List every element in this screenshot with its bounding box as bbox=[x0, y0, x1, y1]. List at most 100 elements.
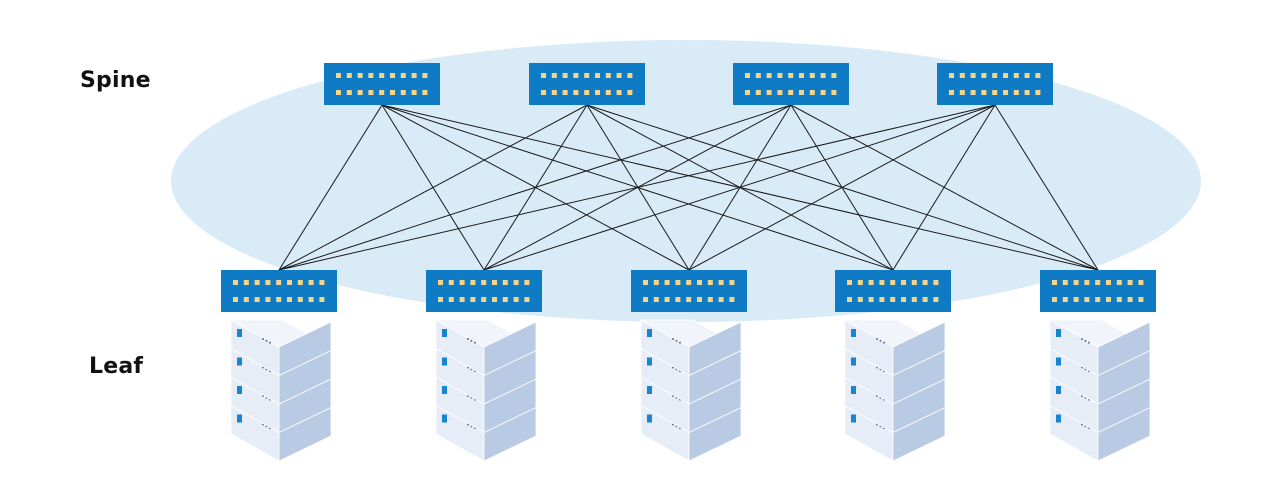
port-icon bbox=[745, 90, 750, 95]
port-icon bbox=[422, 90, 428, 95]
port-icon bbox=[616, 90, 622, 95]
port-icon bbox=[901, 297, 906, 302]
port-icon bbox=[992, 73, 998, 78]
port-icon bbox=[254, 280, 260, 285]
port-icon bbox=[653, 297, 659, 302]
indicator-dot-icon bbox=[269, 341, 271, 344]
status-led-icon bbox=[647, 386, 652, 394]
status-led-icon bbox=[851, 357, 856, 366]
port-icon bbox=[707, 280, 713, 285]
port-icon bbox=[922, 280, 928, 285]
server-side-face bbox=[892, 321, 946, 377]
port-icon bbox=[755, 90, 761, 95]
port-icon bbox=[831, 90, 837, 95]
link-line bbox=[278, 104, 996, 271]
port-icon bbox=[981, 90, 987, 95]
link-line bbox=[892, 104, 996, 271]
port-icon bbox=[541, 90, 546, 95]
leaf-switch bbox=[835, 270, 951, 312]
port-icon bbox=[595, 90, 600, 95]
port-icon bbox=[1062, 297, 1068, 302]
indicator-dot-icon bbox=[1081, 338, 1083, 340]
server-rack-group bbox=[229, 319, 1152, 462]
port-icon bbox=[411, 90, 417, 95]
port-icon bbox=[879, 297, 885, 302]
port-icon bbox=[379, 73, 385, 78]
status-led-icon bbox=[647, 414, 652, 423]
port-icon bbox=[970, 90, 976, 95]
switch-icon bbox=[221, 270, 337, 312]
port-icon bbox=[643, 280, 648, 285]
port-icon bbox=[513, 280, 519, 285]
status-led-icon bbox=[442, 329, 447, 337]
port-icon bbox=[357, 73, 363, 78]
port-icon bbox=[481, 280, 487, 285]
port-icon bbox=[718, 297, 724, 302]
port-icon bbox=[459, 297, 465, 302]
status-led-icon bbox=[1056, 357, 1061, 366]
port-icon bbox=[627, 90, 633, 95]
port-icon bbox=[1052, 297, 1057, 302]
port-icon bbox=[1003, 73, 1008, 78]
link-line bbox=[278, 104, 588, 271]
port-icon bbox=[524, 280, 530, 285]
link-line bbox=[483, 104, 996, 271]
server-rack bbox=[1048, 319, 1152, 462]
link-line bbox=[688, 104, 996, 271]
switch-icon bbox=[1040, 270, 1156, 312]
port-icon bbox=[1062, 280, 1068, 285]
port-icon bbox=[686, 280, 692, 285]
port-icon bbox=[1116, 297, 1122, 302]
link-line bbox=[278, 104, 792, 271]
port-icon bbox=[1138, 280, 1144, 285]
port-icon bbox=[1106, 280, 1111, 285]
port-icon bbox=[847, 297, 852, 302]
switch-icon bbox=[426, 270, 542, 312]
port-icon bbox=[243, 280, 249, 285]
port-icon bbox=[777, 90, 783, 95]
link-line bbox=[994, 104, 1099, 271]
port-icon bbox=[707, 297, 713, 302]
status-led-icon bbox=[237, 357, 242, 366]
status-led-icon bbox=[237, 414, 242, 423]
port-icon bbox=[1106, 297, 1111, 302]
spine-switch bbox=[733, 63, 849, 105]
indicator-dot-icon bbox=[883, 341, 885, 344]
port-icon bbox=[933, 297, 939, 302]
port-icon bbox=[1073, 280, 1079, 285]
port-icon bbox=[1052, 280, 1057, 285]
port-icon bbox=[562, 90, 568, 95]
server-unit bbox=[639, 319, 743, 377]
port-icon bbox=[254, 297, 260, 302]
indicator-dot-icon bbox=[262, 338, 264, 340]
port-icon bbox=[729, 297, 735, 302]
port-icon bbox=[368, 90, 374, 95]
port-icon bbox=[697, 280, 702, 285]
port-icon bbox=[551, 90, 557, 95]
indicator-dot-icon bbox=[879, 339, 882, 342]
status-led-icon bbox=[647, 357, 652, 366]
indicator-dot-icon bbox=[876, 338, 878, 340]
status-led-icon bbox=[442, 386, 447, 394]
port-icon bbox=[595, 73, 600, 78]
port-icon bbox=[911, 280, 917, 285]
port-icon bbox=[276, 280, 282, 285]
port-icon bbox=[1013, 90, 1019, 95]
port-icon bbox=[243, 297, 249, 302]
indicator-dot-icon bbox=[1084, 339, 1087, 342]
port-icon bbox=[675, 297, 681, 302]
switch-icon bbox=[324, 63, 440, 105]
server-side-face bbox=[483, 321, 537, 377]
port-icon bbox=[346, 73, 352, 78]
server-side-face bbox=[688, 321, 742, 377]
port-icon bbox=[949, 73, 954, 78]
indicator-dot-icon bbox=[467, 338, 469, 340]
port-icon bbox=[1127, 297, 1133, 302]
port-icon bbox=[448, 280, 454, 285]
server-rack bbox=[843, 319, 947, 462]
port-icon bbox=[481, 297, 487, 302]
port-icon bbox=[820, 90, 826, 95]
port-icon bbox=[745, 73, 750, 78]
server-unit bbox=[843, 319, 947, 377]
